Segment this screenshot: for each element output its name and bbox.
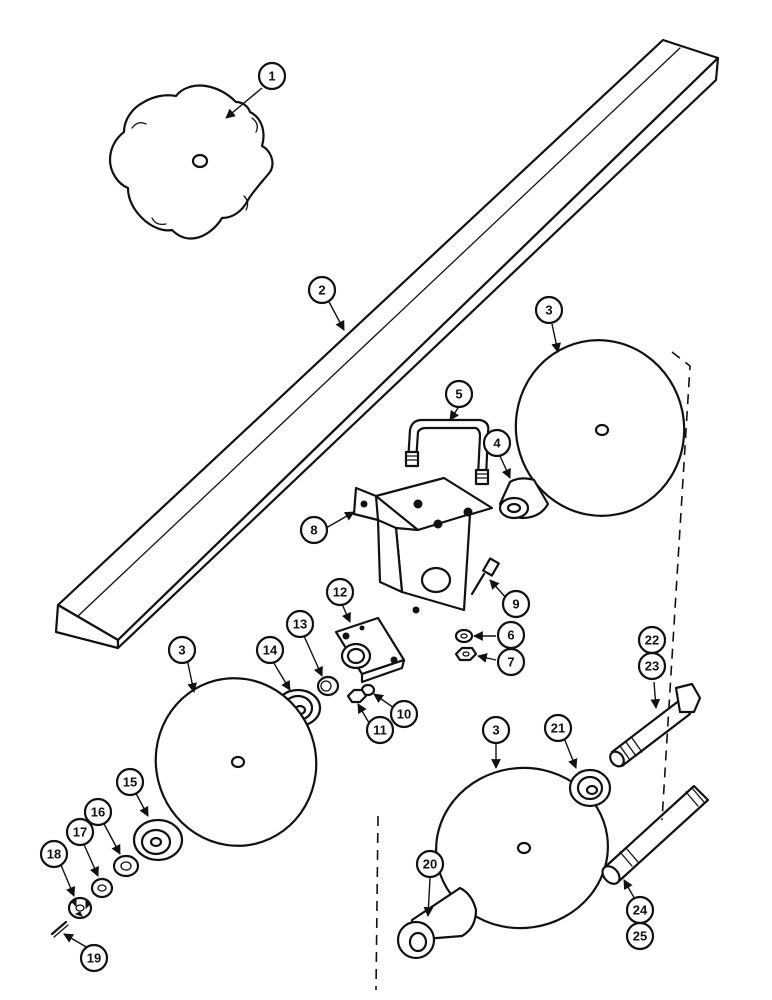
hanger-bracket: [352, 476, 494, 614]
svg-text:25: 25: [633, 929, 647, 944]
u-bolt: [404, 418, 490, 486]
cotter-pin-19: [50, 920, 69, 938]
svg-text:22: 22: [645, 633, 659, 648]
svg-text:12: 12: [333, 585, 347, 600]
callout-2: 2: [307, 275, 337, 305]
callout-5: 5: [444, 379, 474, 409]
svg-text:20: 20: [423, 857, 437, 872]
callout-4: 4: [482, 428, 512, 458]
collar-13: [316, 675, 340, 697]
svg-text:11: 11: [373, 723, 387, 738]
spool-bearing-cone: [498, 477, 550, 520]
washer-17: [90, 877, 114, 899]
gang-bolt-22-23: [609, 682, 702, 768]
concave-disc-top: [514, 339, 686, 517]
callout-15: 15: [115, 767, 145, 797]
castle-nut-18: [67, 896, 93, 920]
bumper-spool-15: [132, 818, 184, 862]
svg-text:3: 3: [545, 303, 552, 318]
callout-24: 24: [625, 895, 655, 925]
assembly-line-bottom: [375, 815, 379, 991]
svg-text:24: 24: [633, 903, 648, 918]
callout-25: 25: [625, 921, 655, 951]
svg-text:8: 8: [310, 523, 317, 538]
bearing-21: [568, 768, 612, 808]
svg-text:18: 18: [47, 847, 61, 862]
callout-7: 7: [496, 647, 526, 677]
concave-disc-left: [154, 677, 318, 847]
svg-text:2: 2: [318, 283, 325, 298]
washer-6: [454, 628, 474, 644]
svg-text:17: 17: [73, 825, 87, 840]
callout-13: 13: [285, 609, 315, 639]
callout-1: 1: [257, 61, 287, 91]
notched-disc-blade: [108, 84, 274, 240]
svg-text:13: 13: [293, 617, 307, 632]
callout-3-bottom: 3: [481, 715, 511, 745]
svg-text:5: 5: [455, 387, 462, 402]
flange-bearing: [334, 616, 406, 684]
callout-11: 11: [365, 715, 395, 745]
bolt-9: [470, 557, 500, 596]
svg-text:4: 4: [493, 436, 501, 451]
callout-12: 12: [325, 577, 355, 607]
callout-21: 21: [543, 713, 573, 743]
washer-16: [112, 854, 140, 878]
callout-6: 6: [496, 620, 526, 650]
svg-text:6: 6: [507, 628, 514, 643]
svg-text:23: 23: [645, 659, 659, 674]
callout-10: 10: [389, 699, 419, 729]
svg-text:3: 3: [178, 643, 185, 658]
svg-text:15: 15: [123, 775, 137, 790]
callout-18: 18: [39, 839, 69, 869]
callout-3-left: 3: [167, 635, 197, 665]
svg-text:7: 7: [507, 655, 514, 670]
spool-20: [396, 886, 478, 960]
assembly-line-top: [661, 351, 691, 821]
svg-text:1: 1: [268, 69, 275, 84]
nut-7: [454, 646, 478, 662]
callout-16: 16: [83, 797, 113, 827]
svg-text:3: 3: [492, 723, 499, 738]
callout-17: 17: [65, 817, 95, 847]
callout-19: 19: [79, 943, 109, 973]
svg-text:9: 9: [512, 597, 519, 612]
svg-text:14: 14: [263, 643, 278, 658]
callout-9: 9: [501, 589, 531, 619]
callout-3-top: 3: [534, 295, 564, 325]
svg-text:21: 21: [551, 721, 565, 736]
concave-disc-bottom: [435, 766, 609, 930]
callout-14: 14: [255, 635, 285, 665]
callout-20: 20: [415, 849, 445, 879]
threaded-rod-24-25: [601, 784, 710, 885]
callout-22: 22: [637, 625, 667, 655]
svg-text:16: 16: [91, 805, 105, 820]
callout-8: 8: [299, 515, 329, 545]
gang-bar: [54, 38, 720, 650]
svg-text:19: 19: [87, 951, 101, 966]
svg-text:10: 10: [397, 707, 411, 722]
callout-23: 23: [637, 651, 667, 681]
nut-11: [346, 688, 368, 704]
